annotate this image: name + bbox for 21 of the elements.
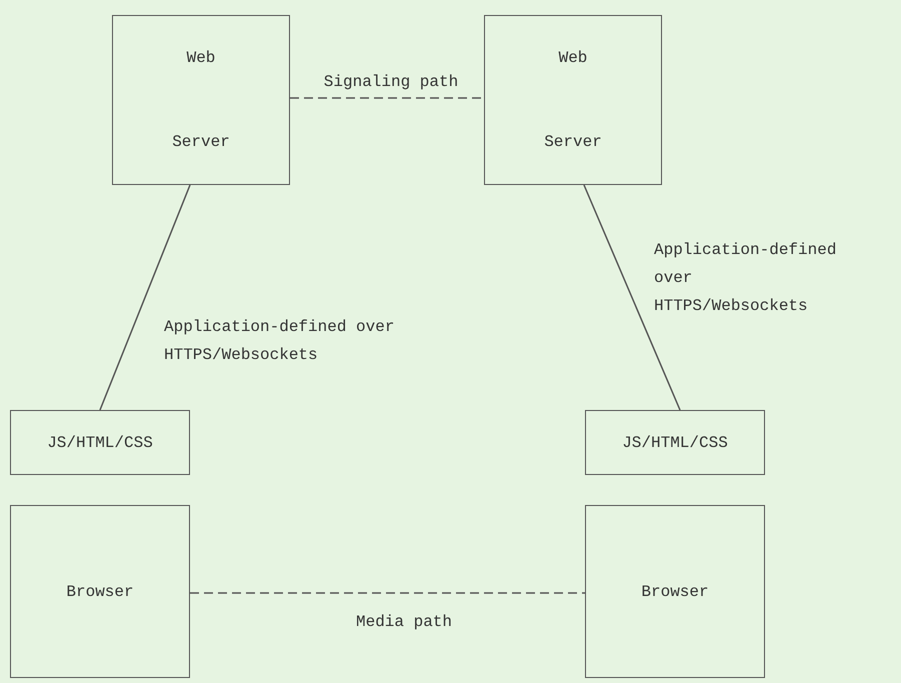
- connector-line: [290, 97, 484, 99]
- node-box: [585, 410, 765, 475]
- node-label: Server: [544, 133, 602, 151]
- node-label: Server: [172, 133, 230, 151]
- node-label: JS/HTML/CSS: [622, 434, 728, 452]
- edge-label: Application-defined over HTTPS/Websockets: [653, 240, 838, 317]
- edge-label: Media path: [354, 612, 453, 633]
- node-label: JS/HTML/CSS: [47, 434, 153, 452]
- node-box: [585, 505, 765, 678]
- node-label: Web: [186, 49, 216, 67]
- node-box: [10, 410, 190, 475]
- node-box: [112, 15, 290, 185]
- edge-label: Application-defined over HTTPS/Websockets: [163, 317, 396, 366]
- node-label: Browser: [66, 582, 134, 600]
- node-box: [10, 505, 190, 678]
- node-label: Browser: [641, 582, 709, 600]
- node-box: [484, 15, 662, 185]
- node-label: Web: [558, 49, 588, 67]
- connector-line: [99, 184, 191, 410]
- connector-line: [583, 184, 681, 410]
- connector-line: [190, 592, 585, 594]
